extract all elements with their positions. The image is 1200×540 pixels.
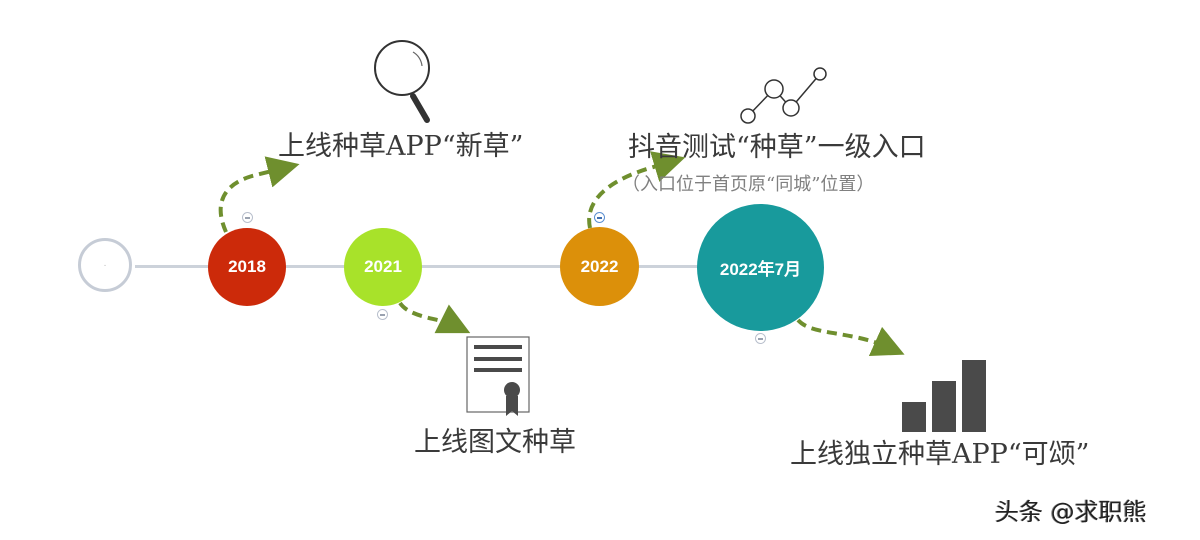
- node-2022: 2022: [560, 227, 639, 306]
- arrow-2022-07: [796, 318, 905, 357]
- arrow-2022: [587, 151, 686, 229]
- collapse-2022-button[interactable]: [594, 212, 605, 223]
- node-2018-label: 2018: [228, 257, 266, 276]
- node-2021-label: 2021: [364, 257, 402, 276]
- node-2018: 2018: [208, 228, 286, 306]
- event-2018-title: 上线种草APP“新草”: [278, 131, 524, 162]
- certificate-icon: [466, 336, 530, 416]
- magnifier-icon: [374, 40, 430, 123]
- timeline-start-node: ·: [78, 238, 132, 292]
- arrow-2018: [218, 156, 300, 233]
- collapse-2022-07-button[interactable]: [755, 333, 766, 344]
- node-2021: 2021: [344, 228, 422, 306]
- node-2022-label: 2022: [580, 256, 619, 276]
- line-chart-icon: [740, 67, 827, 124]
- bar-chart-icon: [902, 360, 986, 432]
- collapse-2021-button[interactable]: [377, 309, 388, 320]
- event-2022-title: 抖音测试“种草”一级入口: [628, 132, 926, 163]
- node-2022-07: 2022年7月: [697, 204, 824, 331]
- event-2021-title: 上线图文种草: [414, 427, 576, 458]
- collapse-2018-button[interactable]: [242, 212, 253, 223]
- event-2022-07-title: 上线独立种草APP“可颂”: [790, 439, 1090, 470]
- node-2022-07-label: 2022年7月: [719, 260, 802, 279]
- arrow-2021: [398, 301, 471, 334]
- watermark: 头条 @求职熊: [995, 498, 1147, 526]
- event-2022-subtitle: （入口位于首页原“同城”位置）: [622, 174, 875, 195]
- start-node-dot: ·: [103, 259, 107, 271]
- timeline-line: [135, 265, 710, 268]
